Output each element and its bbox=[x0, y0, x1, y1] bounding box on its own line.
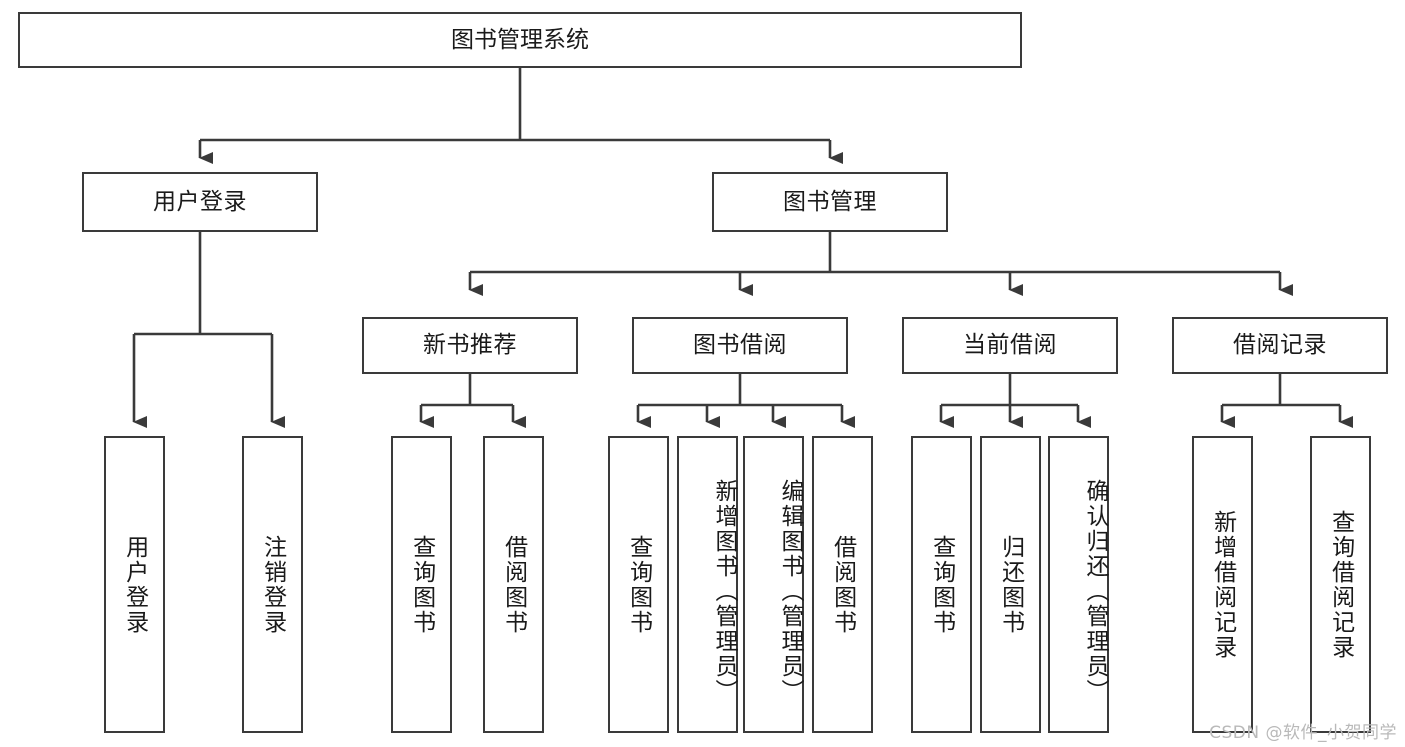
node-label: 借阅图书 bbox=[500, 534, 527, 635]
node-root-system[interactable]: 图书管理系统 bbox=[18, 12, 1022, 68]
node-label: 用户登录 bbox=[153, 188, 247, 215]
leaf-current-borrow-confirm-return[interactable]: 确认归还（管理员） bbox=[1048, 436, 1109, 733]
node-current-borrow[interactable]: 当前借阅 bbox=[902, 317, 1118, 374]
node-label: 借阅图书 bbox=[829, 534, 856, 635]
node-book-management[interactable]: 图书管理 bbox=[712, 172, 948, 232]
node-new-book-recommend[interactable]: 新书推荐 bbox=[362, 317, 578, 374]
node-label: 新书推荐 bbox=[423, 332, 517, 359]
leaf-book-borrow-edit[interactable]: 编辑图书（管理员） bbox=[743, 436, 804, 733]
node-label: 查询图书 bbox=[408, 534, 435, 635]
leaf-borrow-record-add[interactable]: 新增借阅记录 bbox=[1192, 436, 1253, 733]
node-label: 图书管理 bbox=[783, 188, 877, 215]
node-label: 借阅记录 bbox=[1233, 332, 1327, 359]
node-label: 新增借阅记录 bbox=[1209, 509, 1236, 660]
leaf-book-borrow-add[interactable]: 新增图书（管理员） bbox=[677, 436, 738, 733]
node-label: 注销登录 bbox=[259, 534, 286, 635]
node-label: 编辑图书（管理员） bbox=[777, 479, 803, 704]
leaf-book-borrow-query[interactable]: 查询图书 bbox=[608, 436, 669, 733]
node-label: 新增图书（管理员） bbox=[711, 479, 737, 704]
node-label: 确认归还（管理员） bbox=[1082, 479, 1108, 704]
leaf-new-book-borrow[interactable]: 借阅图书 bbox=[483, 436, 544, 733]
node-user-login[interactable]: 用户登录 bbox=[82, 172, 318, 232]
leaf-user-login-logout[interactable]: 注销登录 bbox=[242, 436, 303, 733]
leaf-current-borrow-return[interactable]: 归还图书 bbox=[980, 436, 1041, 733]
leaf-current-borrow-query[interactable]: 查询图书 bbox=[911, 436, 972, 733]
node-book-borrow[interactable]: 图书借阅 bbox=[632, 317, 848, 374]
leaf-user-login-login[interactable]: 用户登录 bbox=[104, 436, 165, 733]
node-label: 图书管理系统 bbox=[451, 26, 589, 53]
node-label: 用户登录 bbox=[121, 534, 148, 635]
node-borrow-record[interactable]: 借阅记录 bbox=[1172, 317, 1388, 374]
node-label: 当前借阅 bbox=[963, 332, 1057, 359]
leaf-borrow-record-query[interactable]: 查询借阅记录 bbox=[1310, 436, 1371, 733]
leaf-new-book-query[interactable]: 查询图书 bbox=[391, 436, 452, 733]
node-label: 查询借阅记录 bbox=[1327, 509, 1354, 660]
leaf-book-borrow-borrow[interactable]: 借阅图书 bbox=[812, 436, 873, 733]
node-label: 查询图书 bbox=[625, 534, 652, 635]
node-label: 归还图书 bbox=[997, 534, 1024, 635]
node-label: 查询图书 bbox=[928, 534, 955, 635]
node-label: 图书借阅 bbox=[693, 332, 787, 359]
